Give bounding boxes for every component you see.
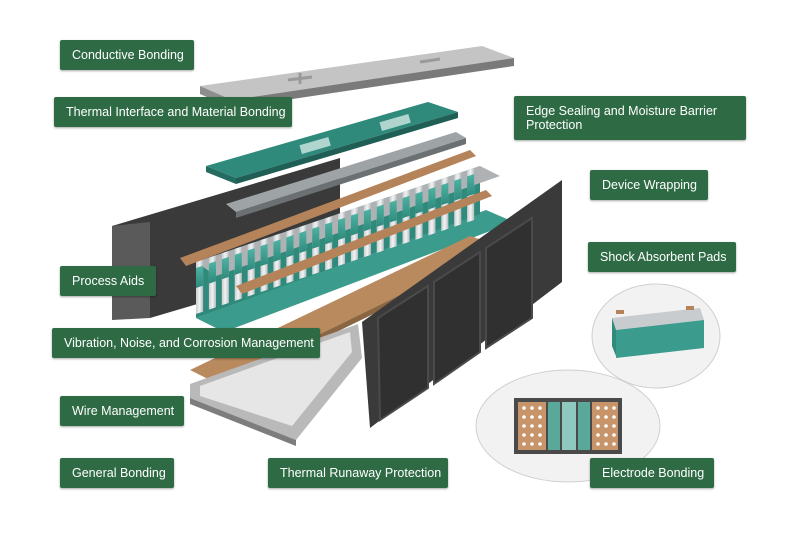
electrode-particle [604, 442, 608, 446]
battery-cell-wrap [402, 195, 410, 219]
electrode-particle [596, 415, 600, 419]
electrode-particle [604, 424, 608, 428]
electrode-particle [604, 433, 608, 437]
battery-cell-wrap [234, 252, 242, 275]
right-side-panel [362, 180, 562, 428]
label-device-wrapping: Device Wrapping [590, 170, 708, 200]
electrode-particle [612, 424, 616, 428]
battery-cell-wrap [428, 187, 436, 210]
label-electrode-bonding: Electrode Bonding [590, 458, 714, 488]
battery-cell-wrap [260, 243, 268, 267]
battery-cell-wrap [389, 200, 397, 223]
battery-cell-wrap [286, 235, 294, 258]
battery-cell-wrap [312, 226, 320, 249]
electrode-particle [522, 424, 526, 428]
electrode-particle [530, 415, 534, 419]
label-process-aids: Process Aids [60, 266, 156, 296]
electrode-particle [612, 415, 616, 419]
electrode-particle [538, 424, 542, 428]
battery-cell-wrap [415, 191, 423, 214]
electrode-particle [596, 433, 600, 437]
electrode-particle [522, 433, 526, 437]
label-edge-sealing: Edge Sealing and Moisture Barrier Protec… [514, 96, 746, 140]
busbar-rail [226, 132, 466, 218]
battery-cell-wrap [299, 230, 307, 254]
electrode-particle [530, 442, 534, 446]
battery-cell-wrap [221, 256, 229, 280]
electrode-particle [604, 415, 608, 419]
label-wire-management: Wire Management [60, 396, 184, 426]
electrode-particle [538, 433, 542, 437]
battery-cell-wrap [454, 178, 462, 201]
battery-cell-wrap [350, 213, 359, 236]
thermal-interface-sheet [206, 102, 458, 184]
label-general-bonding: General Bonding [60, 458, 174, 488]
electrode-particle [522, 415, 526, 419]
electrode-particle [538, 442, 542, 446]
electrode-particle [522, 442, 526, 446]
electrode-particle [612, 442, 616, 446]
electrode-particle [612, 406, 616, 410]
label-vibration-noise: Vibration, Noise, and Corrosion Manageme… [52, 328, 320, 358]
battery-cell-wrap [208, 261, 217, 284]
electrode-particle [596, 424, 600, 428]
battery-cell-wrap [467, 173, 475, 197]
electrode-particle [612, 433, 616, 437]
electrode-particle [596, 442, 600, 446]
label-conductive-bonding: Conductive Bonding [60, 40, 194, 70]
electrode-particle [596, 406, 600, 410]
electrode-particle [538, 406, 542, 410]
battery-cell-wrap [376, 204, 384, 227]
battery-cell-wrap [338, 217, 346, 240]
label-thermal-runaway: Thermal Runaway Protection [268, 458, 448, 488]
electrode-particle [522, 406, 526, 410]
electrode-particle [538, 415, 542, 419]
electrode-particle [530, 424, 534, 428]
battery-cell-wrap [196, 265, 204, 288]
single-cell-callout [591, 283, 721, 389]
battery-cell-wrap [325, 221, 333, 245]
battery-cell-wrap [247, 248, 255, 271]
label-thermal-interface: Thermal Interface and Material Bonding [54, 97, 292, 127]
battery-cell-wrap [363, 208, 371, 232]
electrode-particle [604, 406, 608, 410]
battery-cell-wrap [441, 182, 449, 206]
electrode-particle [530, 433, 534, 437]
label-shock-absorbent-pads: Shock Absorbent Pads [588, 242, 736, 272]
electrode-cross-section-callout [475, 369, 661, 483]
battery-cell-module [180, 150, 514, 332]
electrode-particle [530, 406, 534, 410]
battery-cell-wrap [273, 239, 281, 262]
